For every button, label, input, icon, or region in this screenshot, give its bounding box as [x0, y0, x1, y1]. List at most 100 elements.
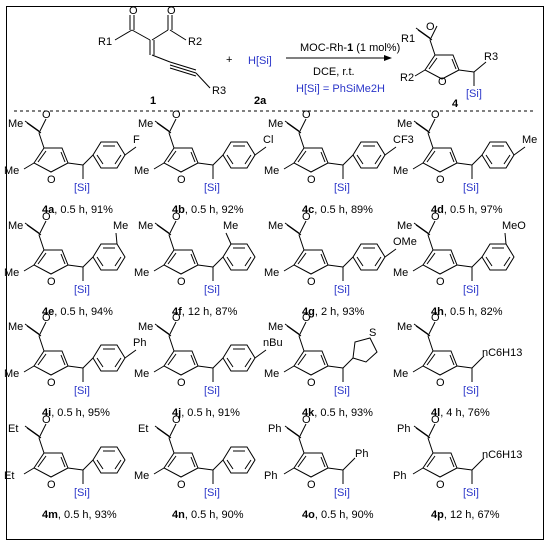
- phenyl-bond: [342, 457, 356, 471]
- aryl-substituent-bond: [504, 232, 507, 245]
- carbonyl-oxygen: O: [431, 211, 440, 223]
- benzene-ring: [92, 344, 126, 372]
- product-time-yield: , 0.5 h, 91%: [54, 204, 113, 216]
- acyl-group: Ph: [268, 423, 281, 435]
- carbonyl-oxygen: O: [172, 312, 181, 324]
- acyl-group: Me: [138, 321, 153, 333]
- silyl-group: [Si]: [463, 182, 479, 194]
- product-id: 4c: [302, 204, 314, 216]
- furan-core: [283, 423, 344, 485]
- product-caption: 4e, 0.5 h, 94%: [42, 306, 113, 318]
- aryl-bond: [342, 154, 354, 166]
- product-ring-oxygen: O: [438, 76, 447, 88]
- benzene-ring: [352, 243, 386, 271]
- benzene-ring: [222, 141, 256, 169]
- product-caption: 4m, 0.5 h, 93%: [42, 509, 117, 521]
- product-id: 4f: [172, 306, 182, 318]
- silyl-group: [Si]: [463, 385, 479, 397]
- aryl-substituent-bond: [115, 232, 118, 245]
- product-id: 4n: [172, 509, 185, 521]
- acyl-group: Me: [268, 118, 283, 130]
- product-time-yield: , 0.5 h, 97%: [444, 204, 503, 216]
- silyl-group: [Si]: [74, 487, 90, 499]
- aryl-substituent: Ph: [133, 337, 146, 349]
- aryl-substituent: Me: [223, 220, 238, 232]
- aryl-substituent-bond: [384, 146, 397, 156]
- carbonyl-oxygen: O: [431, 109, 440, 121]
- benzene-ring: [222, 344, 256, 372]
- aryl-substituent: F: [133, 134, 140, 146]
- furan-core: [412, 321, 473, 383]
- product-id: 4k: [302, 407, 315, 419]
- aryl-bond: [212, 154, 224, 166]
- figure-border: [6, 6, 544, 540]
- product-id: 4d: [431, 204, 444, 216]
- reactant-1-r3: R3: [212, 85, 226, 97]
- product-id: 4e: [42, 306, 54, 318]
- benzene-ring: [222, 243, 256, 271]
- silyl-group: [Si]: [74, 182, 90, 194]
- product-caption: 4g, 2 h, 93%: [302, 306, 365, 318]
- benzene-ring: [481, 243, 515, 271]
- reactant-2-label: 2a: [254, 95, 267, 107]
- acyl-group: Ph: [397, 423, 410, 435]
- aryl-substituent-bond: [124, 146, 137, 156]
- ring-oxygen: O: [436, 276, 445, 288]
- aryl-substituent: CF3: [393, 134, 414, 146]
- product-caption: 4l, 4 h, 76%: [431, 407, 490, 419]
- product-time-yield: , 0.5 h, 90%: [185, 509, 244, 521]
- product-id: 4p: [431, 509, 444, 521]
- conditions-label: DCE, r.t.: [313, 66, 355, 78]
- c2-substituent: Me: [264, 165, 279, 177]
- alkyl-chain: nC6H13: [482, 347, 522, 359]
- product-time-yield: , 0.5 h, 93%: [314, 407, 373, 419]
- aryl-bond: [82, 459, 94, 471]
- acyl-group: Me: [8, 220, 23, 232]
- product-id: 4g: [302, 306, 315, 318]
- alkyl-chain: nC6H13: [482, 449, 522, 461]
- furan-core: [412, 118, 473, 180]
- benzene-ring: [352, 141, 386, 169]
- acyl-group: Me: [397, 220, 412, 232]
- aryl-substituent: Me: [522, 134, 537, 146]
- aryl-substituent-bond: [254, 146, 267, 156]
- product-r2: R2: [400, 72, 414, 84]
- c2-substituent: Me: [4, 267, 19, 279]
- ring-oxygen: O: [177, 377, 186, 389]
- product-time-yield: , 0.5 h, 95%: [51, 407, 110, 419]
- product-id: 4j: [172, 407, 181, 419]
- acyl-group: Et: [8, 423, 18, 435]
- benzene-ring: [92, 446, 126, 474]
- aryl-bond: [82, 357, 94, 369]
- furan-core: [23, 220, 84, 282]
- acyl-group: Me: [138, 220, 153, 232]
- silyl-group: [Si]: [334, 182, 350, 194]
- aryl-substituent: Me: [113, 220, 128, 232]
- product-label: 4: [452, 98, 459, 110]
- product-time-yield: , 0.5 h, 94%: [54, 306, 113, 318]
- aryl-bond: [212, 357, 224, 369]
- carbonyl-oxygen: O: [42, 414, 51, 426]
- c2-substituent: Me: [393, 368, 408, 380]
- aryl-substituent: Cl: [263, 134, 273, 146]
- product-time-yield: , 12 h, 67%: [444, 509, 500, 521]
- furan-core: [412, 220, 473, 282]
- reaction-arrowhead: [384, 55, 392, 61]
- ring-oxygen: O: [307, 174, 316, 186]
- c2-substituent: Me: [4, 165, 19, 177]
- product-time-yield: , 0.5 h, 89%: [314, 204, 373, 216]
- silyl-group: [Si]: [204, 487, 220, 499]
- aryl-substituent: OMe: [393, 236, 417, 248]
- furan-core: [283, 118, 344, 180]
